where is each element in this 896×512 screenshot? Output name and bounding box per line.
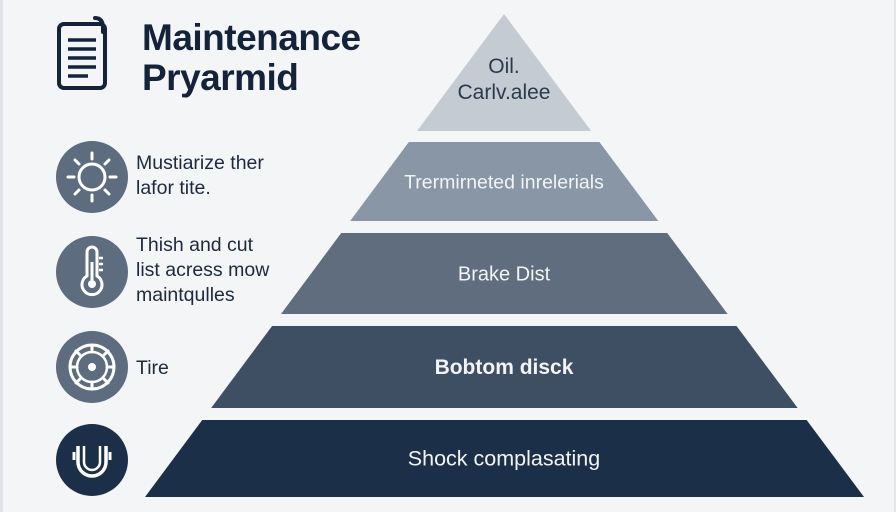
left-frame-edge <box>0 0 3 512</box>
magnet-icon <box>56 424 128 496</box>
pyramid-tier-label: Shock complasating <box>408 447 600 471</box>
pyramid-tier-3 <box>281 233 728 314</box>
side-item-text: Mustiarize ther lafor tite. <box>136 152 264 199</box>
pyramid-tier-label: Trermirneted inrelerials <box>404 172 604 194</box>
document-icon <box>57 16 107 90</box>
pyramid-tier-1 <box>417 14 592 131</box>
thermometer-icon <box>56 236 128 308</box>
pyramid-tier-label: Oil. <box>488 55 520 78</box>
pyramid-tier-label: Brake Dist <box>458 264 551 286</box>
sun-icon <box>56 141 128 213</box>
gear-icon <box>56 331 128 403</box>
pyramid-tier-2 <box>350 142 659 221</box>
pyramid-tier-4 <box>211 326 798 408</box>
side-item-text: Tire <box>136 357 169 379</box>
page-title: Maintenance Pryarmid <box>142 17 361 98</box>
side-item-text: Thish and cut list acress mow maintqulle… <box>136 234 270 306</box>
pyramid-tier-label: Bobtom disck <box>435 356 574 379</box>
pyramid-tier-5 <box>145 420 864 497</box>
pyramid-tier-label: Carlv.alee <box>458 81 551 104</box>
right-frame-edge <box>894 0 896 512</box>
